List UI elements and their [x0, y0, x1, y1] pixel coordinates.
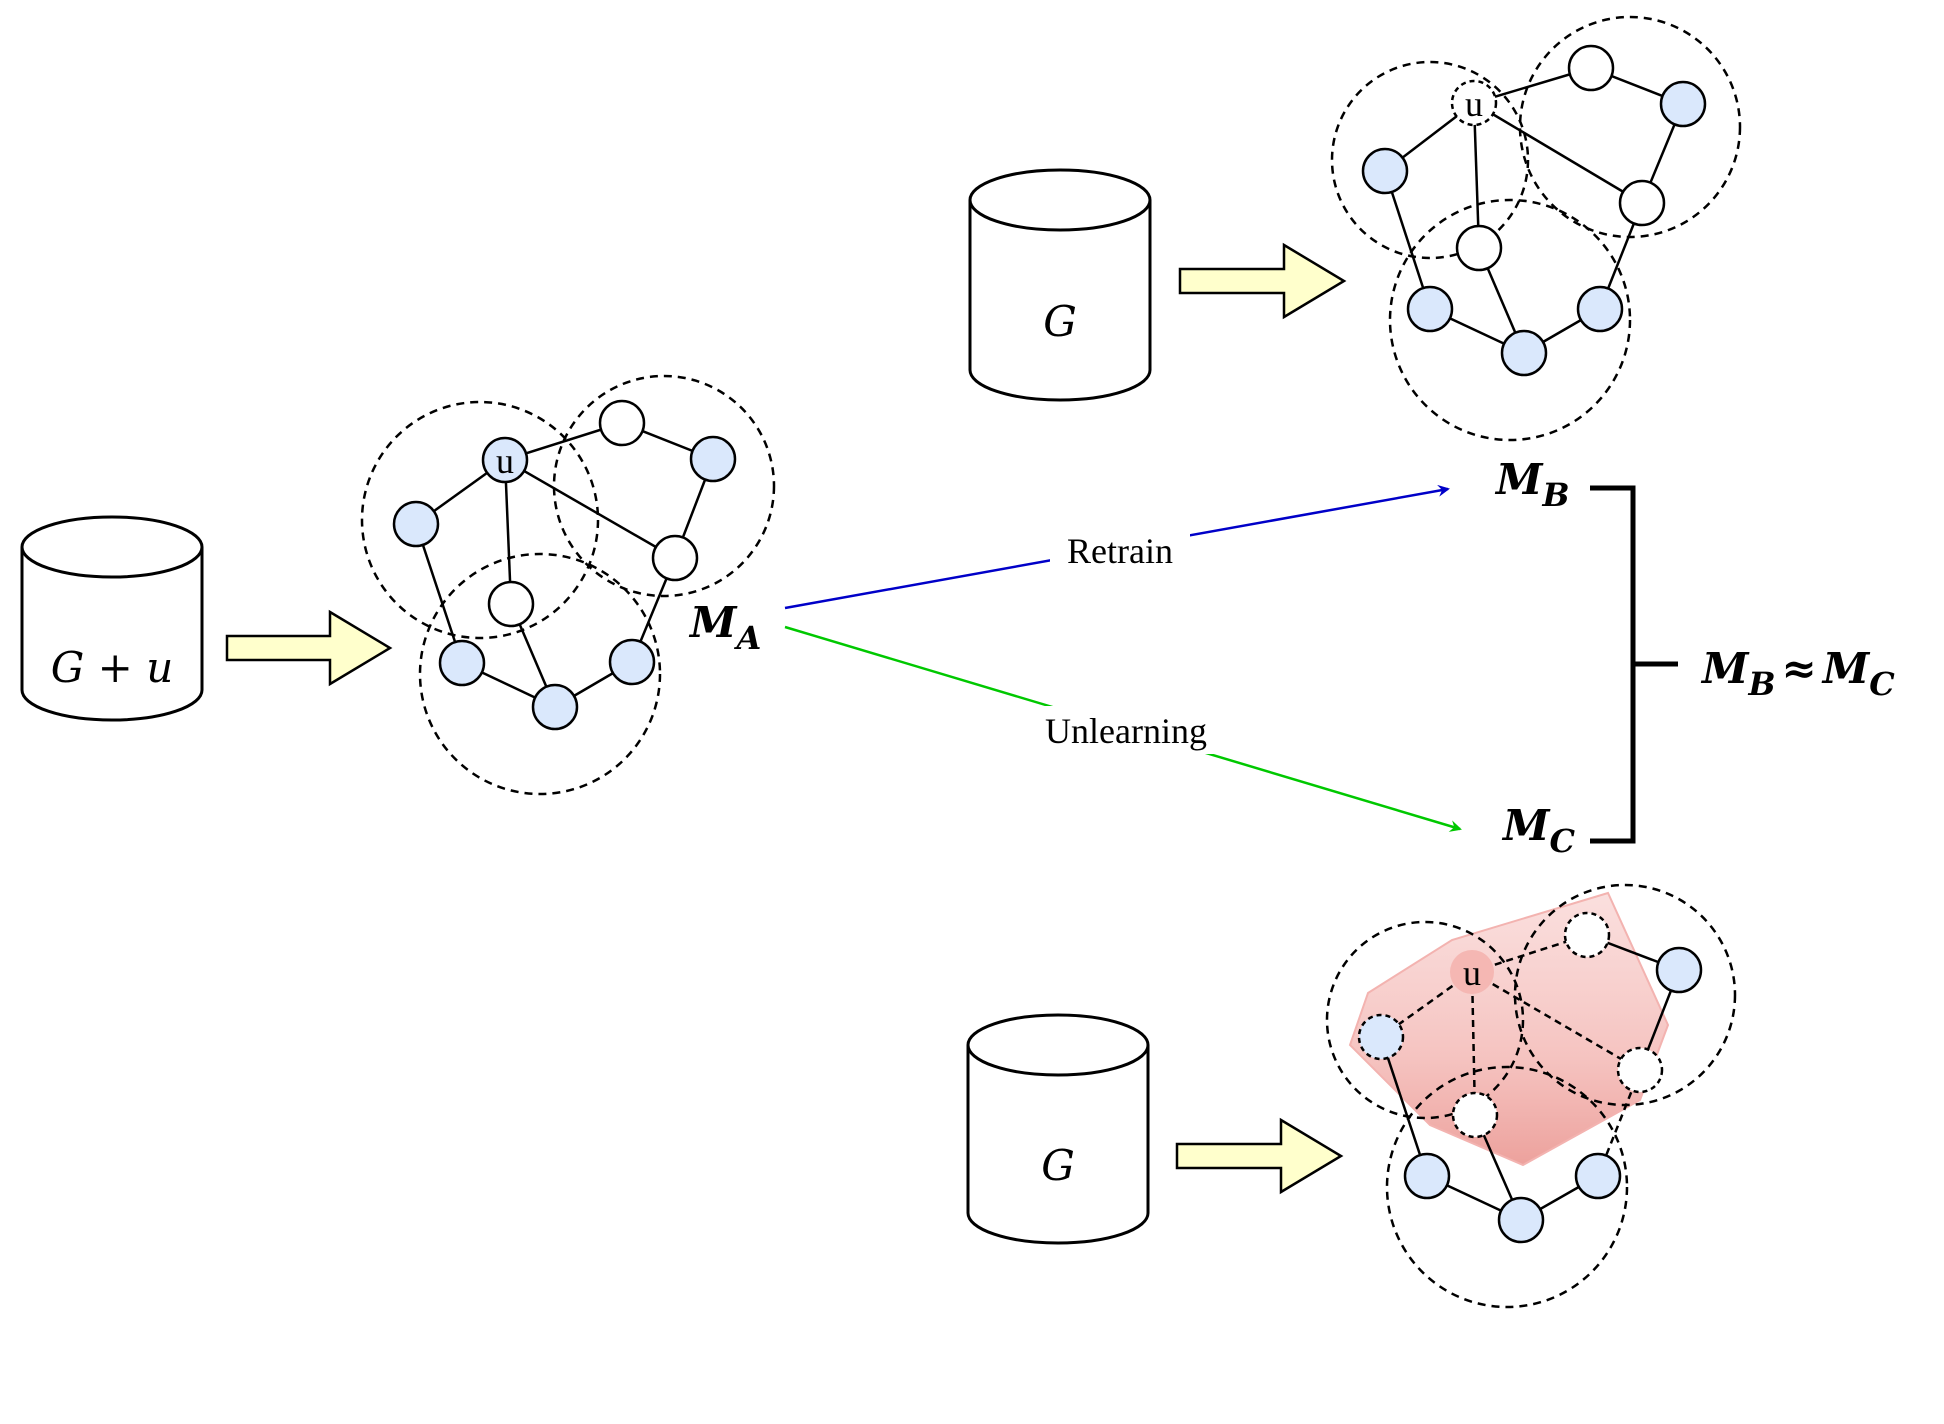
dataset-unlearn-cylinder: G [966, 1013, 1150, 1245]
graph-node [531, 683, 579, 731]
graph-node [1406, 285, 1454, 333]
block-arrow-top [1178, 242, 1347, 320]
removed-node-u [1450, 950, 1494, 994]
removed-node-u [1450, 79, 1498, 127]
graph-nodes [1361, 44, 1707, 377]
affected-node [1357, 1013, 1405, 1061]
block-arrow-bottom [1175, 1117, 1344, 1195]
model-a-label: MA [688, 598, 761, 657]
model-c-label: MC [1501, 801, 1576, 860]
receptive-field-circle [418, 552, 662, 796]
graph-node [1567, 44, 1615, 92]
graph-node [651, 534, 699, 582]
graph-node [1497, 1196, 1545, 1244]
unlearning-label: Unlearning [1045, 711, 1207, 751]
node-label-u: u [1463, 953, 1481, 993]
graph-node [1574, 1152, 1622, 1200]
target-node-u [481, 436, 529, 484]
unlearning-label-bg [1022, 706, 1230, 754]
graph-node [1500, 329, 1548, 377]
equivalence-label: MB≈MC [1700, 644, 1895, 703]
receptive-field-circle [1518, 15, 1742, 239]
affected-node [1563, 911, 1611, 959]
graph-retrained: u [1330, 15, 1742, 442]
graph-nodes [392, 399, 737, 731]
dataset-full-label: G + u [51, 643, 174, 692]
block-arrow-left [225, 609, 393, 687]
affected-node [1616, 1046, 1664, 1094]
receptive-field-circle [552, 374, 776, 598]
comparison-bracket [1590, 485, 1678, 844]
graph-node [1403, 1152, 1451, 1200]
graph-nodes [1403, 946, 1703, 1244]
graph-node [1361, 147, 1409, 195]
graph-node [598, 399, 646, 447]
graph-node [1455, 224, 1503, 272]
receptive-field-circle [1330, 60, 1530, 260]
dataset-unlearn-label: G [1041, 1141, 1075, 1190]
retrain-label: Retrain [1067, 531, 1173, 571]
dataset-retrain-cylinder: G [968, 168, 1152, 402]
graph-node [1576, 285, 1624, 333]
receptive-field-circle [1388, 198, 1632, 442]
model-b-label: MB [1494, 455, 1570, 514]
receptive-field-circle [1385, 1065, 1629, 1309]
retrain-label-bg [1050, 528, 1190, 572]
node-label-u: u [496, 441, 514, 481]
node-label-u: u [1465, 84, 1483, 124]
graph-node [1655, 946, 1703, 994]
graph-node [1659, 80, 1707, 128]
graph-unlearned: u [1325, 883, 1737, 1309]
receptive-field-circle [360, 400, 600, 640]
graph-full: u [360, 374, 776, 796]
affected-node [1451, 1091, 1499, 1139]
graph-node [608, 638, 656, 686]
graph-node [392, 500, 440, 548]
graph-node [487, 580, 535, 628]
graph-node [1618, 179, 1666, 227]
graph-node [689, 435, 737, 483]
dataset-retrain-label: G [1043, 297, 1077, 346]
affected-nodes [1357, 911, 1664, 1139]
receptive-field-circle [1325, 920, 1525, 1120]
graph-node [438, 639, 486, 687]
dataset-full-cylinder: G + u [20, 515, 204, 722]
